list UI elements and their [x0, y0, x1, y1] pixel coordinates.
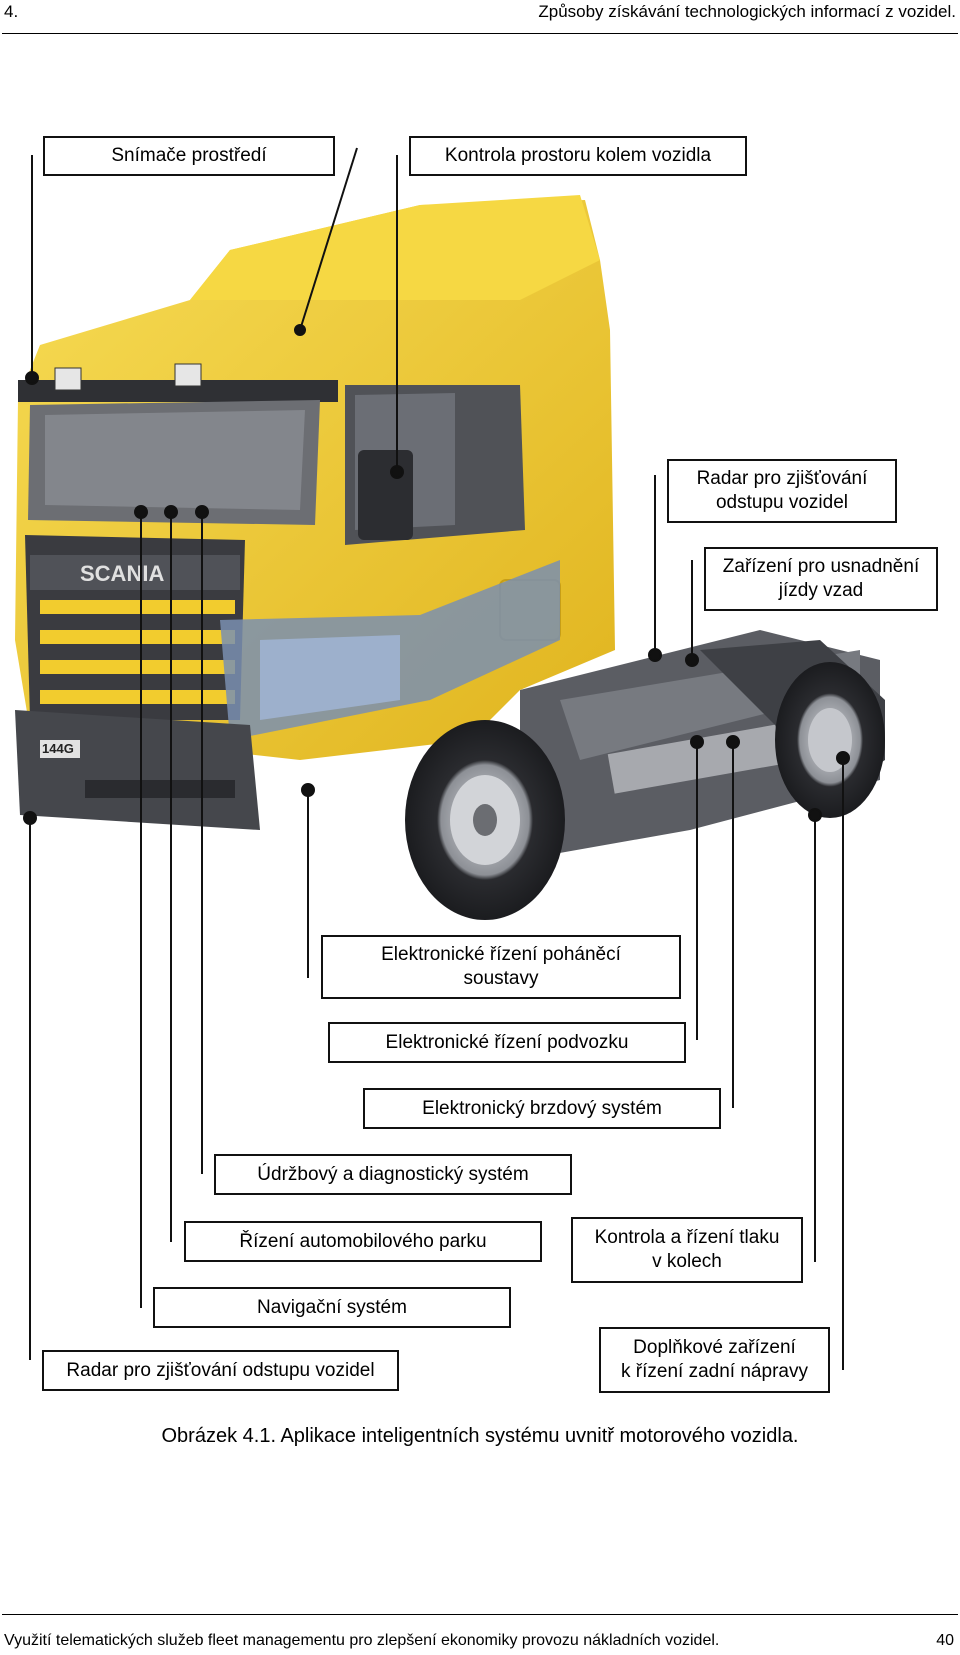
label-tire-pressure: Kontrola a řízení tlaku v kolech [571, 1217, 803, 1283]
label-rear-axle-steering: Doplňkové zařízení k řízení zadní náprav… [599, 1327, 830, 1393]
label-reversing-aid: Zařízení pro usnadnění jízdy vzad [704, 547, 938, 611]
page-number: 40 [936, 1632, 954, 1649]
label-fleet-management: Řízení automobilového parku [184, 1221, 542, 1262]
label-chassis-control: Elektronické řízení podvozku [328, 1022, 686, 1063]
label-maintenance-diagnostics: Údržbový a diagnostický systém [214, 1154, 572, 1195]
label-environment-sensors: Snímače prostředí [43, 136, 335, 176]
label-brake-system: Elektronický brzdový systém [363, 1088, 721, 1129]
figure-caption: Obrázek 4.1. Aplikace inteligentních sys… [161, 1425, 799, 1447]
running-header-title: Způsoby získávání technologických inform… [538, 2, 956, 21]
label-navigation: Navigační systém [153, 1287, 511, 1328]
footer-rule [2, 1614, 958, 1615]
cab [15, 195, 615, 830]
leader-lines [23, 147, 850, 1370]
footer-text: Využití telematických služeb fleet manag… [4, 1632, 720, 1649]
chapter-number: 4. [4, 2, 19, 21]
brand-logo: SCANIA [80, 561, 164, 586]
label-distance-radar-top: Radar pro zjišťování odstupu vozidel [667, 459, 897, 523]
label-surroundings-monitoring: Kontrola prostoru kolem vozidla [409, 136, 747, 176]
rear-wheel [775, 662, 885, 818]
label-powertrain-control: Elektronické řízení poháněcí soustavy [321, 935, 681, 999]
model-badge: 144G [42, 741, 74, 756]
header-rule [2, 33, 958, 34]
front-wheel [405, 720, 565, 920]
label-distance-radar-bottom: Radar pro zjišťování odstupu vozidel [42, 1350, 399, 1391]
